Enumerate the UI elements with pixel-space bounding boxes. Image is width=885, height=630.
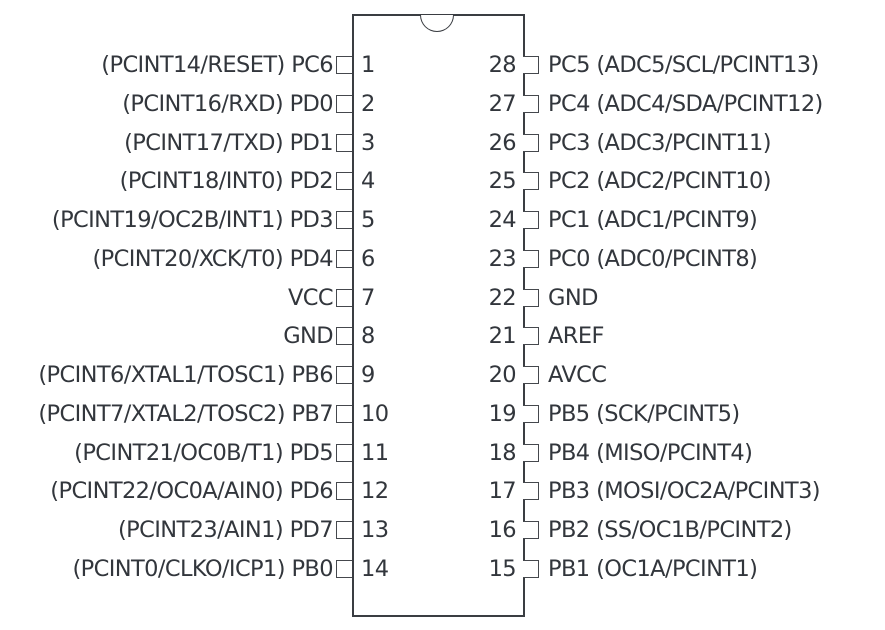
pin-row: (PCINT6/XTAL1/TOSC1) PB6 9 20 AVCC [0, 360, 885, 390]
left-pin-number: 11 [361, 439, 389, 466]
right-pin-number: 19 [488, 400, 517, 427]
pin-pad-icon [336, 559, 352, 578]
left-pin-label: (PCINT16/RXD) PD0 [122, 90, 333, 117]
left-pin-number: 12 [361, 478, 389, 505]
pin-row: (PCINT20/XCK/T0) PD4 6 23 PC0 (ADC0/PCINT8) [0, 244, 885, 274]
pin-row: (PCINT14/RESET) PC6 1 28 PC5 (ADC5/SCL/PCIN… [0, 50, 885, 80]
left-pin-number: 2 [361, 90, 375, 117]
right-pin-number: 27 [488, 90, 517, 117]
right-pin-number: 20 [488, 362, 517, 388]
pin-pad-icon [336, 521, 352, 539]
left-pin-number: 1 [361, 52, 375, 78]
pin-pad-icon [336, 94, 352, 113]
pin-pad-icon [523, 211, 539, 229]
left-pin-label: (PCINT21/OC0B/T1) PD5 [74, 439, 333, 466]
right-pin-label: PB2 (SS/OC1B/PCINT2) [548, 517, 792, 543]
left-pin-label: (PCINT6/XTAL1/TOSC1) PB6 [38, 362, 333, 388]
left-pin-label: GND [283, 323, 333, 350]
right-pin-label: GND [548, 284, 598, 311]
left-pin-number: 5 [361, 207, 375, 233]
pin-pad-icon [523, 172, 539, 191]
right-pin-number: 28 [488, 52, 517, 78]
pin-row: GND 8 21 AREF [0, 321, 885, 351]
pin-pad-icon [336, 443, 352, 462]
pin-pad-icon [523, 288, 539, 307]
right-pin-label: PC0 (ADC0/PCINT8) [548, 245, 758, 272]
pin-pad-icon [523, 521, 539, 539]
left-pin-number: 14 [361, 555, 389, 582]
pin-row: (PCINT17/TXD) PD1 3 26 PC3 (ADC3/PCINT11) [0, 128, 885, 158]
left-pin-number: 3 [361, 129, 375, 156]
right-pin-label: PC4 (ADC4/SDA/PCINT12) [548, 90, 823, 117]
pin-pad-icon [523, 56, 539, 74]
pin-row: (PCINT18/INT0) PD2 4 25 PC2 (ADC2/PCINT10) [0, 166, 885, 196]
right-pin-number: 16 [488, 517, 517, 543]
right-pin-number: 23 [488, 245, 517, 272]
right-pin-label: PB4 (MISO/PCINT4) [548, 439, 753, 466]
right-pin-label: AVCC [548, 362, 607, 388]
pin-row: (PCINT19/OC2B/INT1) PD3 5 24 PC1 (ADC1/PCIN… [0, 205, 885, 235]
left-pin-label: VCC [287, 284, 334, 311]
left-pin-number: 8 [361, 323, 375, 350]
left-pin-label: (PCINT18/INT0) PD2 [119, 168, 334, 195]
pin-row: (PCINT0/CLKO/ICP1) PB0 14 15 PB1 (OC1A/PCIN… [0, 554, 885, 584]
left-pin-number: 9 [361, 362, 375, 388]
pin-pad-icon [523, 404, 539, 423]
pin-row: (PCINT23/AIN1) PD7 13 16 PB2 (SS/OC1B/PCINT… [0, 515, 885, 545]
right-pin-label: PB5 (SCK/PCINT5) [548, 400, 740, 427]
left-pin-label: (PCINT17/TXD) PD1 [124, 129, 334, 156]
left-pin-number: 4 [361, 168, 375, 195]
right-pin-label: PB3 (MOSI/OC2A/PCINT3) [548, 478, 821, 505]
right-pin-label: PC2 (ADC2/PCINT10) [548, 168, 772, 195]
pin-pad-icon [336, 172, 352, 191]
pin-pad-icon [523, 559, 539, 578]
left-pin-label: (PCINT0/CLKO/ICP1) PB0 [72, 555, 333, 582]
pin-pad-icon [523, 94, 539, 113]
pin-pad-icon [336, 56, 352, 74]
right-pin-number: 24 [488, 207, 517, 233]
pin-row: (PCINT7/XTAL2/TOSC2) PB7 10 19 PB5 (SCK/PCI… [0, 399, 885, 429]
right-pin-label: PB1 (OC1A/PCINT1) [548, 555, 758, 582]
pin-pad-icon [336, 404, 352, 423]
pin-pad-icon [336, 327, 352, 346]
left-pin-label: (PCINT14/RESET) PC6 [101, 52, 333, 78]
right-pin-number: 26 [488, 129, 517, 156]
left-pin-label: (PCINT23/AIN1) PD7 [118, 517, 334, 543]
pin-pad-icon [523, 133, 539, 152]
right-pin-label: PC5 (ADC5/SCL/PCINT13) [548, 52, 819, 78]
right-pin-number: 15 [488, 555, 517, 582]
left-pin-number: 10 [361, 400, 389, 427]
right-pin-number: 18 [488, 439, 517, 466]
pin-pad-icon [523, 249, 539, 268]
left-pin-number: 6 [361, 245, 375, 272]
pin-row: (PCINT21/OC0B/T1) PD5 11 18 PB4 (MISO/PCINT… [0, 438, 885, 468]
right-pin-number: 21 [488, 323, 517, 350]
pin-pad-icon [523, 482, 539, 501]
left-pin-label: (PCINT7/XTAL2/TOSC2) PB7 [38, 400, 333, 427]
pin-row: VCC 7 22 GND [0, 283, 885, 313]
left-pin-number: 7 [361, 284, 375, 311]
pin-pad-icon [523, 327, 539, 346]
pin-pad-icon [336, 211, 352, 229]
pin-pad-icon [523, 366, 539, 384]
right-pin-label: PC3 (ADC3/PCINT11) [548, 129, 772, 156]
right-pin-number: 25 [488, 168, 517, 195]
right-pin-number: 17 [488, 478, 517, 505]
left-pin-label: (PCINT20/XCK/T0) PD4 [92, 245, 334, 272]
left-pin-label: (PCINT22/OC0A/AIN0) PD6 [50, 478, 333, 505]
pin-row: (PCINT22/OC0A/AIN0) PD6 12 17 PB3 (MOSI/OC2… [0, 476, 885, 506]
left-pin-number: 13 [361, 517, 389, 543]
pin-row: (PCINT16/RXD) PD0 2 27 PC4 (ADC4/SDA/PCINT1… [0, 89, 885, 119]
right-pin-label: AREF [548, 323, 604, 350]
pin-pad-icon [523, 443, 539, 462]
right-pin-label: PC1 (ADC1/PCINT9) [548, 207, 758, 233]
pin-pad-icon [336, 482, 352, 501]
right-pin-number: 22 [488, 284, 517, 311]
pin-pad-icon [336, 366, 352, 384]
left-pin-label: (PCINT19/OC2B/INT1) PD3 [51, 207, 334, 233]
pin-pad-icon [336, 288, 352, 307]
pin-pad-icon [336, 133, 352, 152]
pin-pad-icon [336, 249, 352, 268]
